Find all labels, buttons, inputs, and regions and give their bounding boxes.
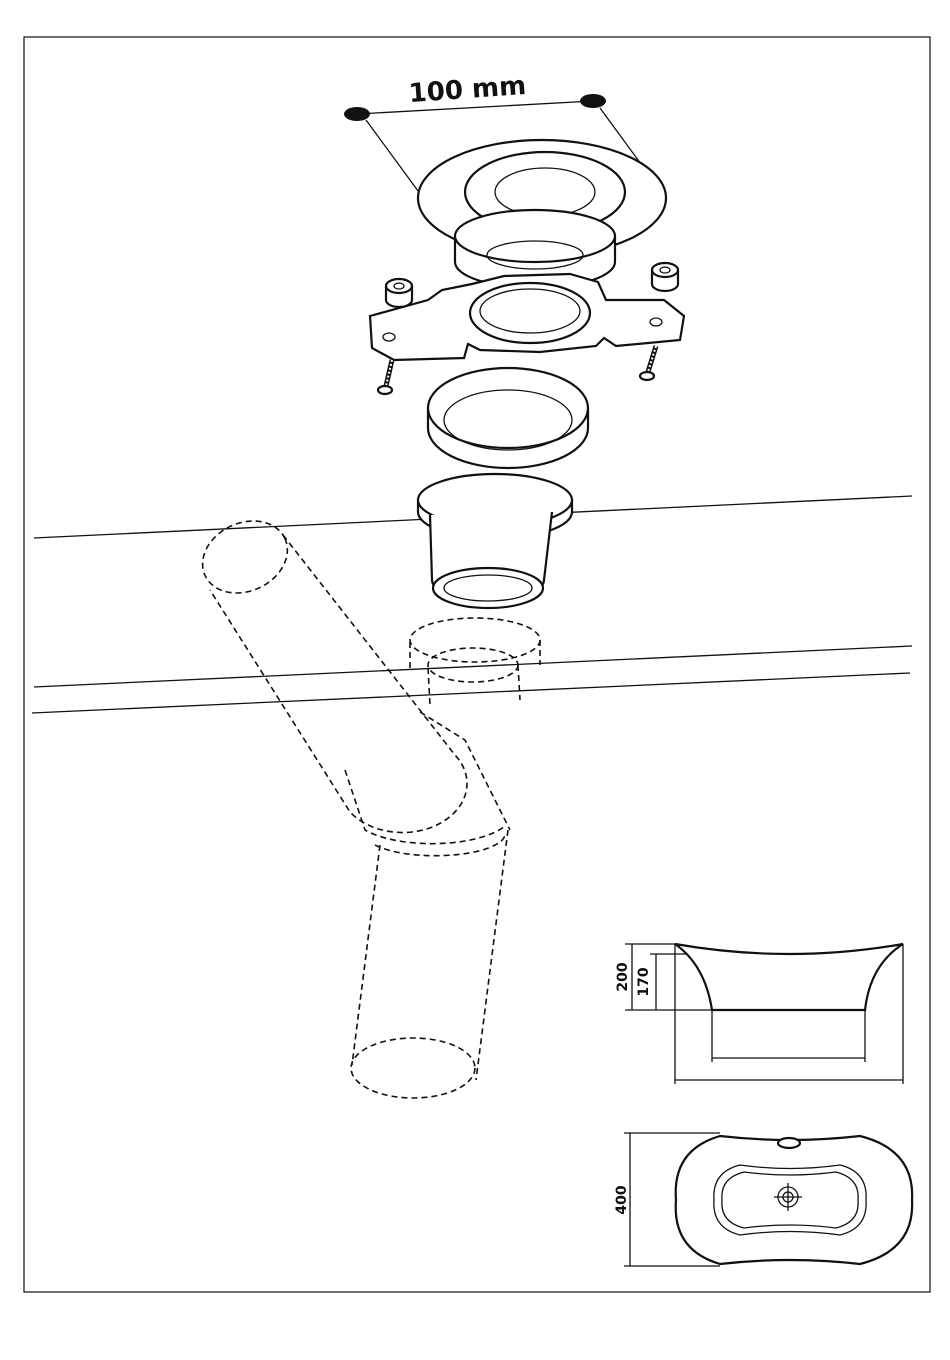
mounting-bracket [370,274,684,360]
socket-sleeve [418,474,572,608]
width-label: 400 [614,1185,630,1214]
basin-side-view: 200 170 [615,944,903,1084]
spacing-label: 100 mm [408,71,527,109]
height-total-label: 200 [615,962,631,991]
basin-top-view: 400 [614,1133,912,1266]
screw-left [378,360,392,394]
overflow-icon [778,1138,800,1148]
rubber-spacer-left [386,279,412,307]
gasket-ring [428,368,588,468]
rubber-spacer-right [652,263,678,291]
screw-right [640,346,656,380]
height-inner-label: 170 [636,967,652,996]
